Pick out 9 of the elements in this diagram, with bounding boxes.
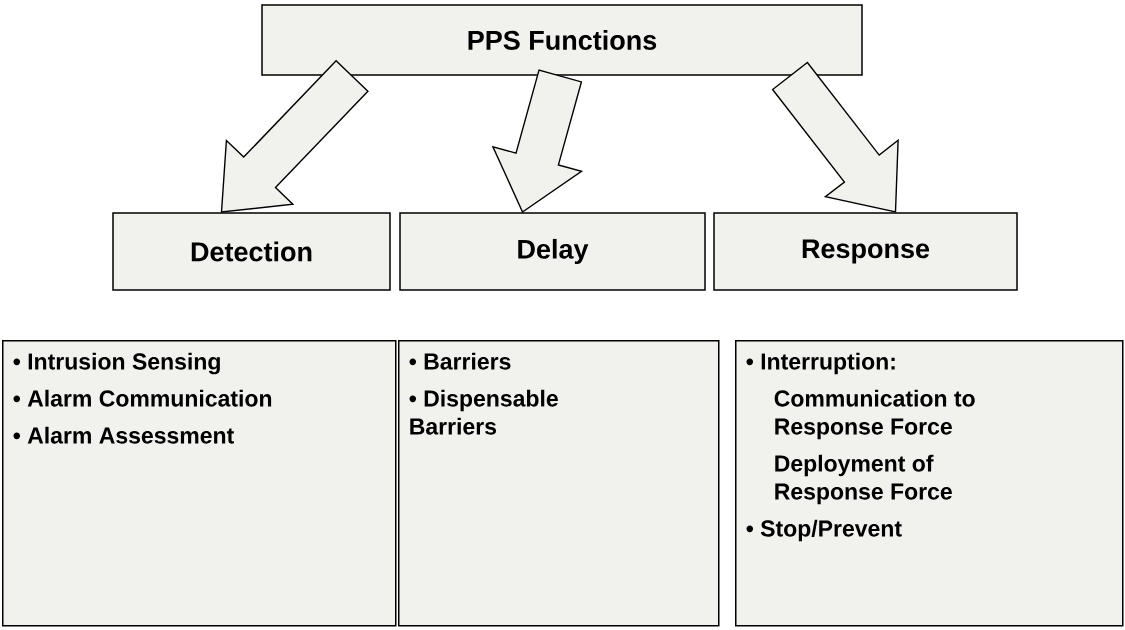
heading-box: Detection <box>112 212 391 291</box>
list-box: • Barriers • Dispensable Barriers <box>398 340 720 627</box>
heading-box: PPS Functions <box>261 4 863 76</box>
heading-box: Response <box>713 212 1018 291</box>
block-arrow <box>771 61 899 213</box>
block-arrow <box>491 69 584 214</box>
list-box: • Interruption: Communication to Response Force Deployment of Response Force • Stop/Prevent <box>735 340 1124 627</box>
heading-box: Delay <box>399 212 706 291</box>
list-box: • Intrusion Sensing • Alarm Communication • Alarm Assessment <box>2 340 397 627</box>
